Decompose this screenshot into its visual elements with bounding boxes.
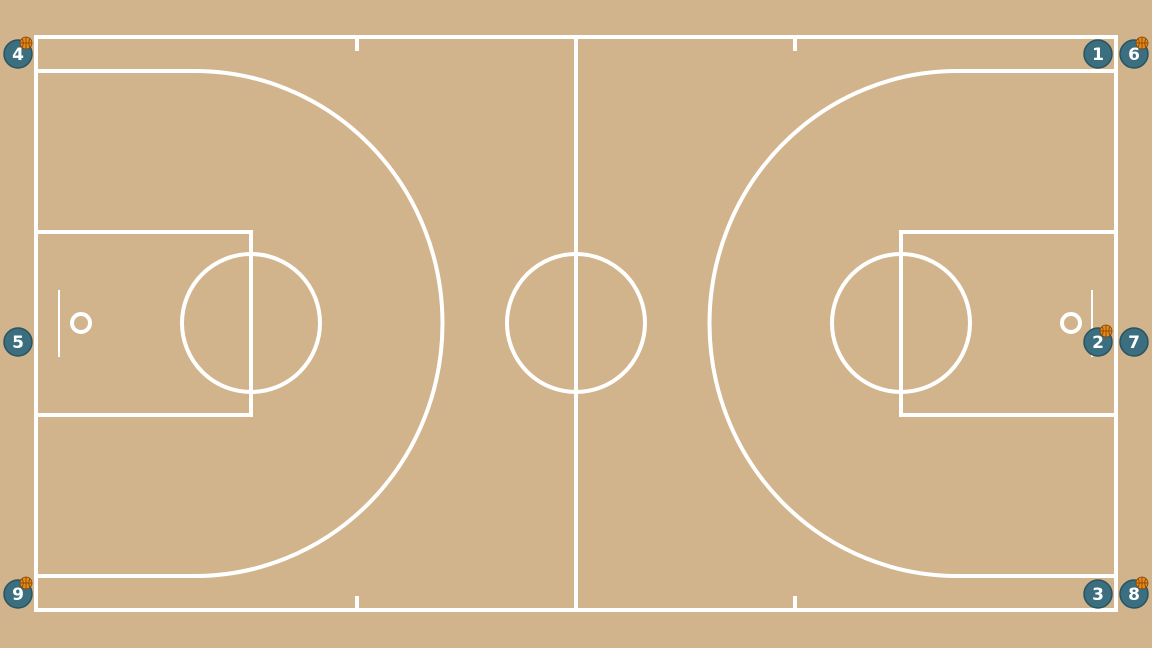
player-token-6[interactable]: 6 xyxy=(1119,36,1149,69)
player-token-4[interactable]: 4 xyxy=(3,36,33,69)
player-number: 5 xyxy=(12,333,24,353)
three-point-line-left xyxy=(36,69,445,578)
basketball-icon xyxy=(19,576,33,590)
player-token-1[interactable]: 1 xyxy=(1083,39,1113,69)
player-number: 9 xyxy=(12,585,24,605)
basketball-icon xyxy=(1135,36,1149,50)
player-number: 7 xyxy=(1128,333,1140,353)
player-token-8[interactable]: 8 xyxy=(1119,576,1149,609)
key-right xyxy=(899,230,1118,417)
hoop-right xyxy=(1060,312,1082,334)
key-left xyxy=(34,230,253,417)
free-throw-circle-right xyxy=(830,252,972,394)
center-circle xyxy=(505,252,647,394)
player-token-2[interactable]: 2 xyxy=(1083,324,1113,357)
player-token-7[interactable]: 7 xyxy=(1119,327,1149,357)
basketball-icon xyxy=(1135,576,1149,590)
player-number: 2 xyxy=(1092,333,1104,353)
player-number: 6 xyxy=(1128,45,1140,65)
player-number: 3 xyxy=(1092,585,1104,605)
player-token-5[interactable]: 5 xyxy=(3,327,33,357)
player-circle xyxy=(1083,579,1113,609)
player-circle xyxy=(1119,327,1149,357)
three-point-line-right xyxy=(707,69,1116,578)
player-circle xyxy=(1083,39,1113,69)
basketball-icon xyxy=(19,36,33,50)
hoop-left xyxy=(70,312,92,334)
basketball-icon xyxy=(1099,324,1113,338)
player-circle xyxy=(3,327,33,357)
player-token-9[interactable]: 9 xyxy=(3,576,33,609)
player-number: 8 xyxy=(1128,585,1140,605)
player-token-3[interactable]: 3 xyxy=(1083,579,1113,609)
free-throw-circle-left xyxy=(180,252,322,394)
players-layer: 1 2 3 4 5 6 7 8 9 xyxy=(3,36,1149,609)
player-number: 4 xyxy=(12,45,24,65)
player-number: 1 xyxy=(1092,45,1104,65)
